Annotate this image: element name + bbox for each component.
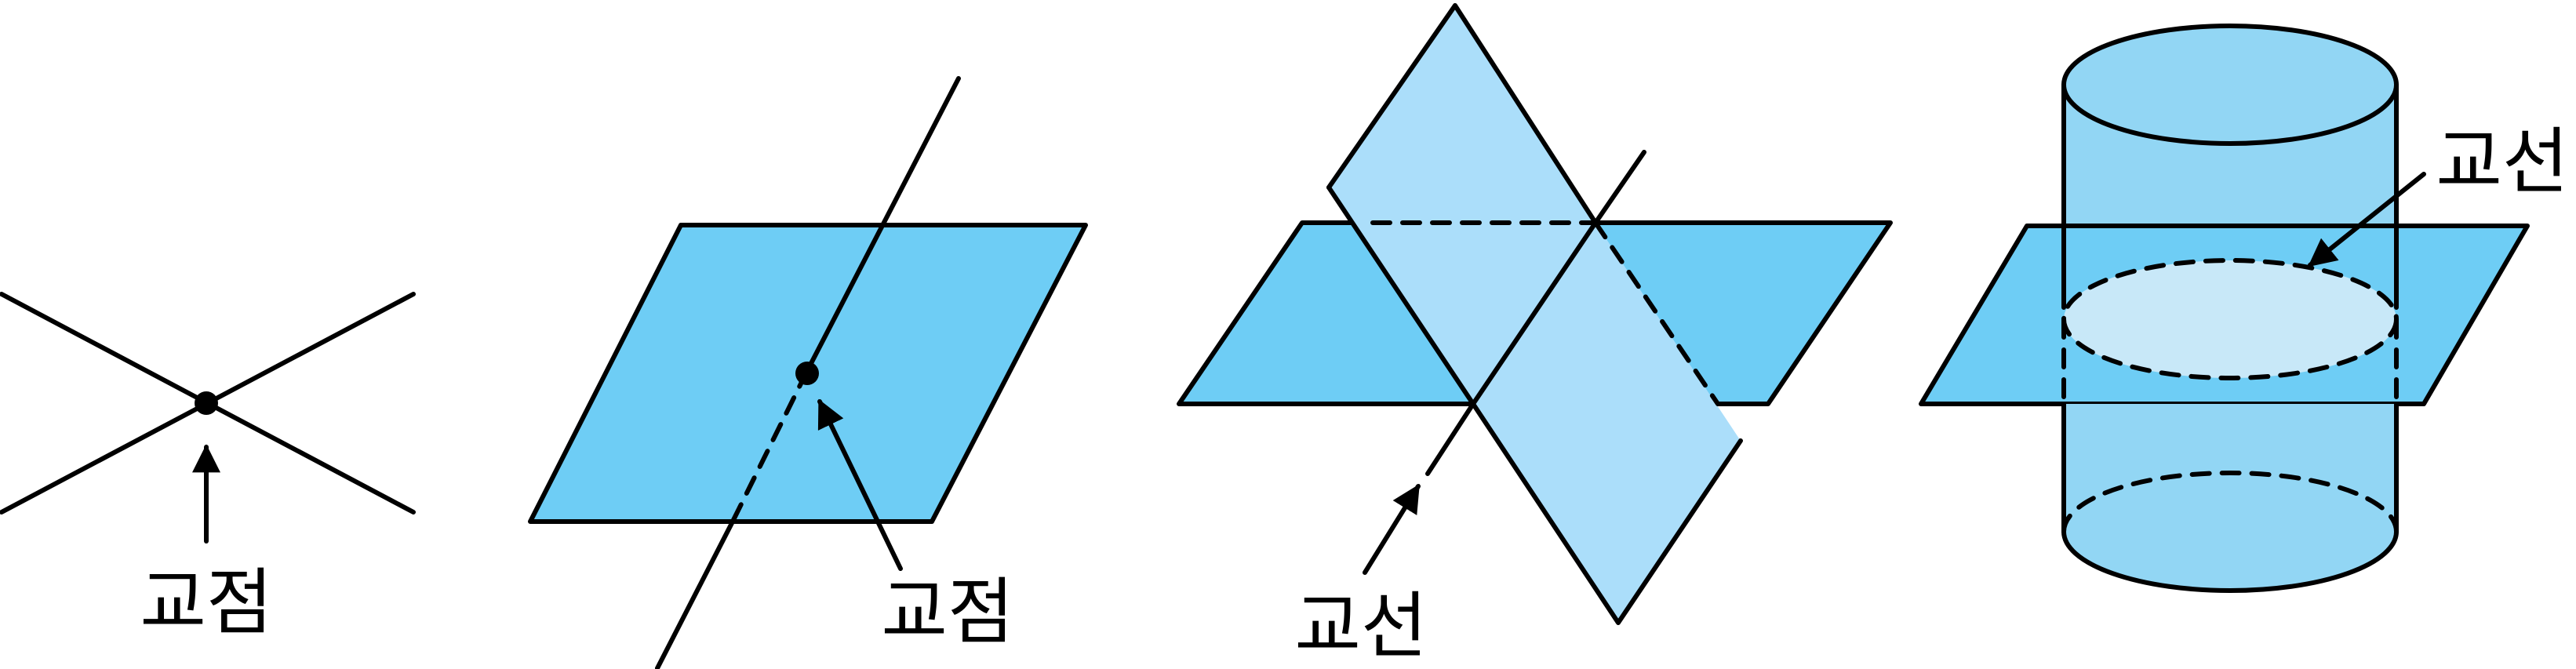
- figure-2-label: 교점: [881, 570, 1013, 654]
- slanted-plane-edge-left: [1326, 185, 1743, 625]
- figure-1-two-lines: 교점: [0, 292, 416, 645]
- figure-4-label: 교선: [2436, 120, 2568, 204]
- slanted-plane-lower: [1473, 223, 1741, 623]
- intersection-line-visible: [1471, 220, 1598, 406]
- figure-3-two-planes: 교선: [1177, 3, 1893, 668]
- intersection-curve: [2061, 258, 2399, 380]
- point-marker-icon: [795, 362, 819, 385]
- slanted-plane-edge-top: [1326, 3, 1598, 225]
- intersection-line-top: [1593, 150, 1646, 225]
- cross-section-fill: [2064, 260, 2396, 378]
- line-hidden-segment: [730, 369, 810, 524]
- point-marker-icon: [195, 391, 218, 415]
- base-back-edge: [2061, 471, 2399, 534]
- line-below-plane: [655, 519, 735, 669]
- base-front-edge: [2061, 529, 2399, 593]
- arrow-icon: [2308, 172, 2426, 267]
- arrow-icon: [1363, 483, 1421, 575]
- figure-1-label: 교점: [140, 561, 272, 645]
- hidden-edge-slanted: [1593, 220, 1720, 406]
- slanted-plane-upper: [1329, 5, 1595, 404]
- figure-4-cylinder-and-plane: 교선: [1919, 24, 2569, 593]
- figure-2-line-and-plane: 교점: [528, 76, 1088, 669]
- line-above-plane: [805, 76, 961, 373]
- arrow-icon: [817, 398, 903, 571]
- figure-3-label: 교선: [1294, 584, 1427, 668]
- cylinder-lower: [2064, 404, 2396, 591]
- intersection-line-bottom: [1425, 402, 1475, 476]
- cylinder-top: [2061, 24, 2399, 146]
